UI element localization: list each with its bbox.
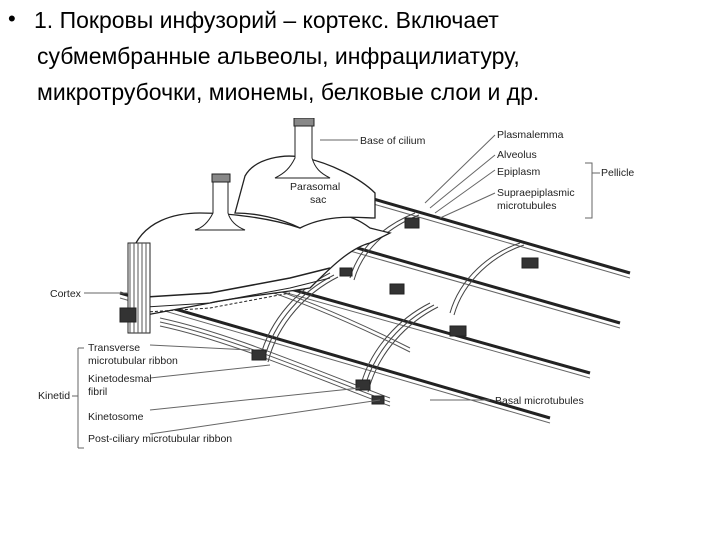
label-parasomal-1: Parasomal xyxy=(290,181,340,193)
label-plasmalemma: Plasmalemma xyxy=(497,129,564,141)
label-transverse-2: microtubular ribbon xyxy=(88,355,178,367)
label-kinetid: Kinetid xyxy=(38,390,70,402)
bullet-text: 1. Покровы инфузорий – кортекс. Включает… xyxy=(34,2,714,110)
label-basal-microtubules: Basal microtubules xyxy=(495,395,584,407)
label-cortex: Cortex xyxy=(50,288,82,300)
bullet-line-2: субмембранные альвеолы, инфрацилиатуру, xyxy=(37,43,520,69)
ciliate-cortex-diagram: Base of cilium Plasmalemma Alveolus Epip… xyxy=(30,117,650,458)
label-parasomal-2: sac xyxy=(310,194,326,206)
label-epiplasm: Epiplasm xyxy=(497,166,540,178)
alveolar-surface xyxy=(129,155,392,319)
label-transverse-1: Transverse xyxy=(88,342,140,354)
label-base-of-cilium: Base of cilium xyxy=(360,135,426,147)
label-supraepiplasmic-2: microtubules xyxy=(497,200,557,212)
cilium-bases xyxy=(194,117,331,231)
label-alveolus: Alveolus xyxy=(497,149,537,161)
diagram-svg: Base of cilium Plasmalemma Alveolus Epip… xyxy=(38,117,634,449)
label-pellicle: Pellicle xyxy=(601,167,634,179)
diagram-drawing xyxy=(72,117,631,449)
label-kinetosome: Kinetosome xyxy=(88,411,144,423)
label-postciliary: Post-ciliary microtubular ribbon xyxy=(88,433,232,445)
label-leaders xyxy=(72,134,600,449)
label-supraepiplasmic-1: Supraepiplasmic xyxy=(497,187,575,199)
bullet-line-1: 1. Покровы инфузорий – кортекс. Включает xyxy=(34,7,499,33)
label-kinetodesmal-2: fibril xyxy=(88,386,107,398)
cortex-block xyxy=(119,242,151,334)
bullet-line-3: микротрубочки, мионемы, белковые слои и … xyxy=(37,79,540,105)
bullet-marker: • xyxy=(8,6,16,31)
label-kinetodesmal-1: Kinetodesmal xyxy=(88,373,152,385)
diagram-labels: Base of cilium Plasmalemma Alveolus Epip… xyxy=(38,129,634,445)
